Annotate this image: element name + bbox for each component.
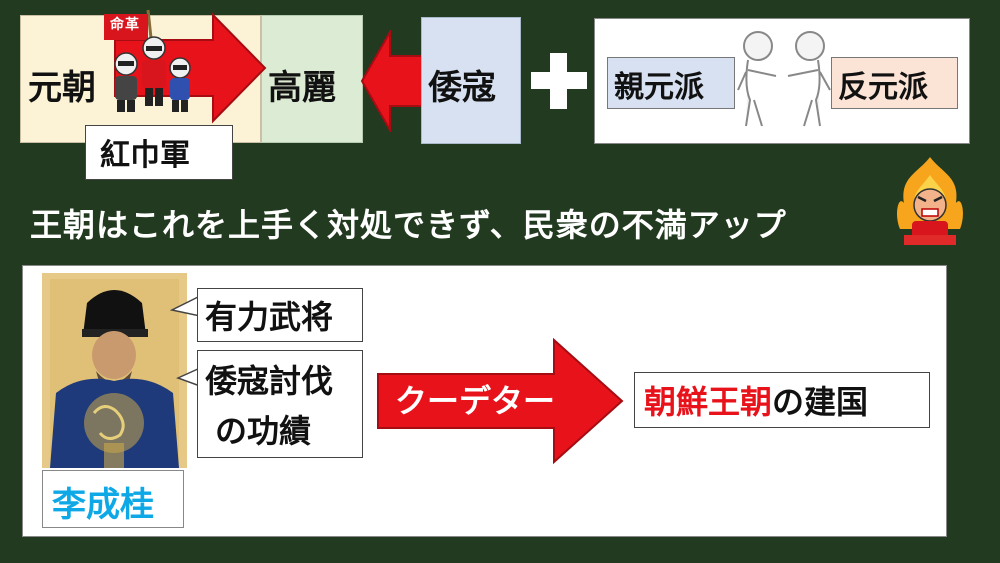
plus-icon (550, 53, 567, 109)
merit-bubble (197, 350, 363, 458)
rebel-figure-middle (142, 36, 166, 106)
general-bubble (197, 288, 363, 342)
founding-label: 朝鮮王朝の建国 (644, 377, 868, 423)
merit-label-line1: 倭寇討伐 (205, 362, 334, 400)
fighting-figures-illustration (737, 31, 831, 127)
goryeo-label: 高麗 (268, 68, 336, 108)
pro-yuan-label: 親元派 (614, 70, 704, 105)
red-arrow-left (360, 30, 423, 132)
yi-seong-gye-portrait (42, 273, 187, 468)
discontent-caption: 王朝はこれを上手く対処できず、民衆の不満アップ (30, 206, 787, 244)
fighting-figure-left (737, 31, 777, 127)
merit-label-line2: の功績 (215, 412, 312, 450)
fighting-figure-right (787, 31, 831, 127)
yuan-label: 元朝 (28, 68, 96, 108)
wako-to-goryeo-arrow (360, 30, 423, 132)
wako-label: 倭寇 (428, 68, 496, 108)
coup-label: クーデター (395, 382, 556, 420)
joseon-dynasty-text: 朝鮮王朝 (644, 383, 773, 421)
red-turban-box (85, 125, 233, 180)
goryeo-panel (261, 15, 363, 143)
anti-yuan-box (831, 57, 958, 109)
founding-box (634, 372, 930, 428)
wako-panel (421, 17, 521, 144)
general-label: 有力武将 (205, 298, 334, 336)
red-turban-rebels-illustration (104, 9, 191, 112)
revolution-flag-text: 命革 (110, 17, 140, 33)
anti-yuan-label: 反元派 (838, 70, 928, 105)
revolution-flag (104, 14, 148, 40)
red-arrow-right-large (377, 337, 624, 465)
pro-yuan-box (607, 57, 735, 109)
red-turban-label: 紅巾軍 (100, 138, 190, 173)
yi-seong-gye-name: 李成桂 (52, 485, 154, 525)
founding-suffix-text: の建国 (772, 383, 869, 421)
rebel-figure-right (169, 57, 191, 112)
angry-person-icon (897, 157, 963, 245)
name-box (42, 470, 184, 528)
coup-arrow (377, 337, 624, 465)
rebel-figure-left (114, 52, 138, 112)
